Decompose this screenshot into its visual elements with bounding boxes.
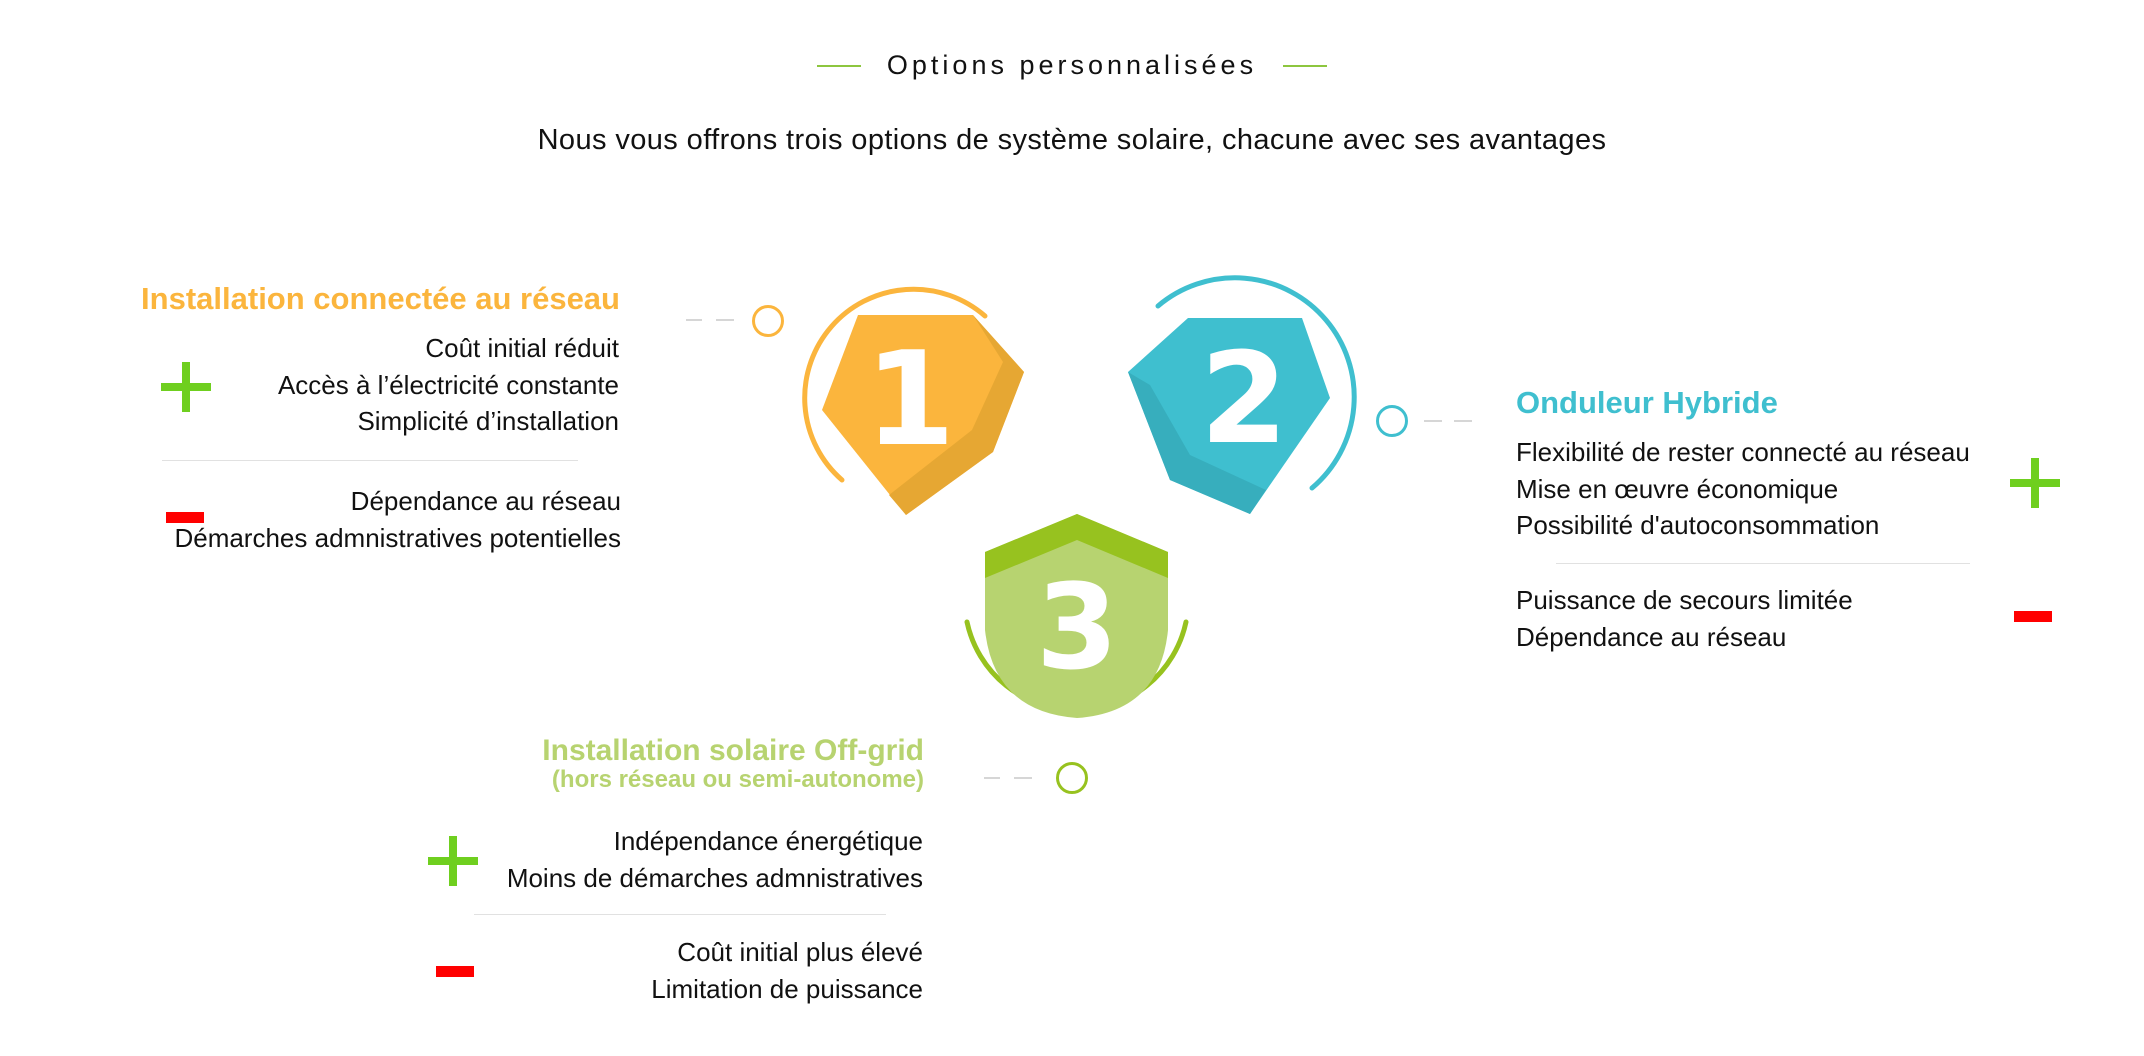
list-item: Moins de démarches admnistratives bbox=[506, 862, 923, 893]
emblem-2: 2 bbox=[1128, 275, 1357, 514]
list-item: Accès à l’électricité constante bbox=[277, 369, 619, 400]
connector-2-dash-b bbox=[1454, 420, 1472, 422]
option-3-title: Installation solaire Off-grid bbox=[542, 734, 924, 767]
list-item: Simplicité d’installation bbox=[357, 406, 619, 436]
list-item: Mise en œuvre économique bbox=[1516, 473, 1839, 504]
circle-connector-icon bbox=[1376, 405, 1408, 437]
connector-1-dash-b bbox=[716, 319, 734, 321]
emblem-3-number: 3 bbox=[1036, 558, 1118, 696]
option-2-cons: Puissance de secours limitée Dépendance … bbox=[1516, 582, 1853, 655]
eyebrow-left-line bbox=[816, 64, 861, 67]
minus-icon bbox=[436, 966, 474, 977]
emblem-1-number: 1 bbox=[865, 323, 955, 475]
emblem-1: 1 bbox=[802, 286, 1024, 515]
emblem-3: 3 bbox=[964, 514, 1189, 718]
list-item: Coût initial plus élevé bbox=[677, 937, 923, 967]
option-1-cons: Dépendance au réseau Démarches admnistra… bbox=[174, 483, 621, 556]
plus-icon bbox=[161, 362, 211, 412]
circle-connector-icon bbox=[752, 305, 784, 337]
minus-icon bbox=[166, 512, 204, 523]
option-2-title: Onduleur Hybride bbox=[1516, 385, 1778, 420]
emblem-2-number: 2 bbox=[1200, 325, 1288, 472]
section-eyebrow: Options personnalisées bbox=[0, 50, 2144, 81]
circle-connector-icon bbox=[1056, 762, 1088, 794]
list-item: Coût initial réduit bbox=[425, 333, 619, 363]
list-item: Puissance de secours limitée bbox=[1516, 585, 1853, 615]
plus-icon bbox=[428, 836, 478, 886]
list-item: Flexibilité de rester connecté au réseau bbox=[1516, 437, 1970, 467]
option-3-subtitle: (hors réseau ou semi-autonome) bbox=[551, 766, 924, 793]
option-3-divider bbox=[474, 914, 886, 915]
list-item: Limitation de puissance bbox=[651, 973, 923, 1004]
option-2-pros: Flexibilité de rester connecté au réseau… bbox=[1516, 434, 1970, 544]
option-2-divider bbox=[1556, 563, 1970, 564]
option-3-pros: Indépendance énergétique Moins de démarc… bbox=[507, 823, 923, 896]
option-1-divider bbox=[162, 460, 578, 461]
option-1-title: Installation connectée au réseau bbox=[141, 281, 620, 316]
option-3-cons: Coût initial plus élevé Limitation de pu… bbox=[651, 934, 923, 1007]
minus-icon bbox=[2014, 611, 2052, 622]
plus-icon bbox=[2010, 458, 2060, 508]
connector-3-dash-a bbox=[984, 777, 1000, 779]
list-item: Démarches admnistratives potentielles bbox=[174, 522, 621, 553]
list-item: Indépendance énergétique bbox=[613, 826, 923, 856]
connector-3-dash-b bbox=[1014, 777, 1032, 779]
list-item: Dépendance au réseau bbox=[1516, 621, 1787, 652]
list-item: Dépendance au réseau bbox=[350, 486, 621, 516]
section-subtitle: Nous vous offrons trois options de systè… bbox=[537, 124, 1607, 156]
eyebrow-label: Options personnalisées bbox=[886, 50, 1258, 80]
eyebrow-right-line bbox=[1283, 64, 1328, 67]
option-1-pros: Coût initial réduit Accès à l’électricit… bbox=[278, 330, 619, 440]
connector-1-dash-a bbox=[686, 319, 702, 321]
list-item: Possibilité d'autoconsommation bbox=[1516, 510, 1880, 540]
connector-2-dash-a bbox=[1424, 420, 1442, 422]
